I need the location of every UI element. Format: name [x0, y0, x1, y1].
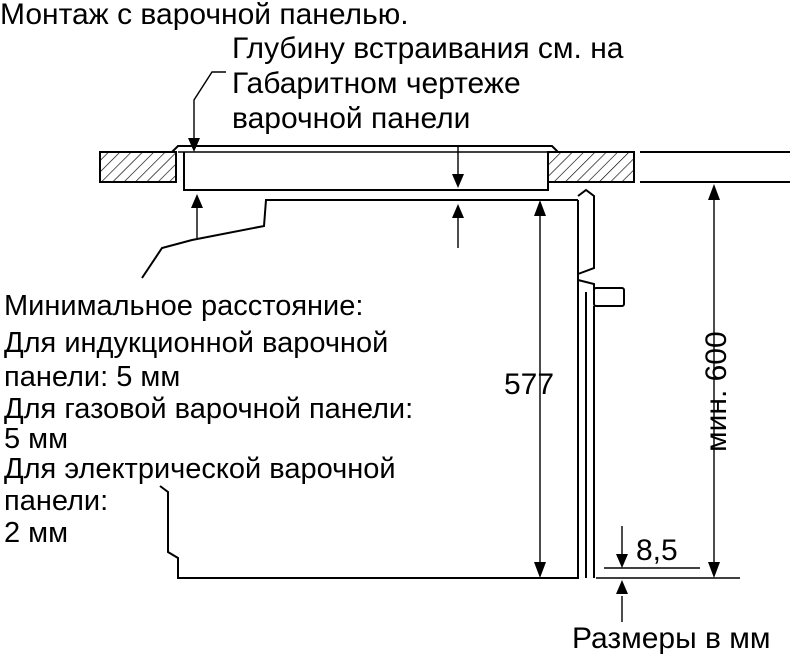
min-distance-line-2: Для индукционной варочной — [4, 327, 388, 359]
depth-note-line-3: варочной панели — [232, 102, 470, 135]
units-note: Размеры в мм — [572, 622, 771, 655]
hob-depth-marker — [452, 146, 464, 248]
oven-body — [141, 199, 579, 579]
min-distance-marker — [191, 194, 203, 238]
min-distance-line-3: панели: 5 мм — [4, 361, 180, 393]
dimension-577: 577 — [504, 200, 554, 578]
min-distance-line-8: 2 мм — [4, 517, 68, 549]
worktop — [99, 151, 790, 183]
min-distance-line-7: панели: — [4, 485, 108, 517]
dimension-8-5: 8,5 — [604, 526, 700, 622]
dimension-600-label: мин. 600 — [700, 331, 733, 452]
oven-handle — [593, 287, 625, 307]
depth-note-line-2: Габаритном чертеже — [232, 67, 521, 100]
min-distance-line-4: Для газовой варочной панели: — [4, 393, 413, 425]
depth-note-line-1: Глубину встраивания см. на — [232, 32, 624, 65]
diagram-title: Монтаж с варочной панелью. — [0, 0, 409, 31]
min-distance-line-6: Для электрической варочной — [4, 453, 396, 485]
dimension-577-label: 577 — [504, 368, 554, 401]
depth-note-leader — [188, 71, 226, 152]
depth-note: Глубину встраивания см. на Габаритном че… — [232, 32, 624, 135]
dimension-8-5-label: 8,5 — [636, 534, 678, 567]
min-distance-line-5: 5 мм — [4, 423, 68, 455]
min-distance-note: Минимальное расстояние: Для индукционной… — [4, 290, 413, 549]
oven-door — [577, 188, 625, 578]
worktop-right — [547, 151, 635, 183]
worktop-left — [99, 151, 177, 183]
dimension-600: мин. 600 — [596, 184, 740, 579]
min-distance-line-1: Минимальное расстояние: — [4, 290, 363, 322]
hob — [171, 145, 559, 191]
